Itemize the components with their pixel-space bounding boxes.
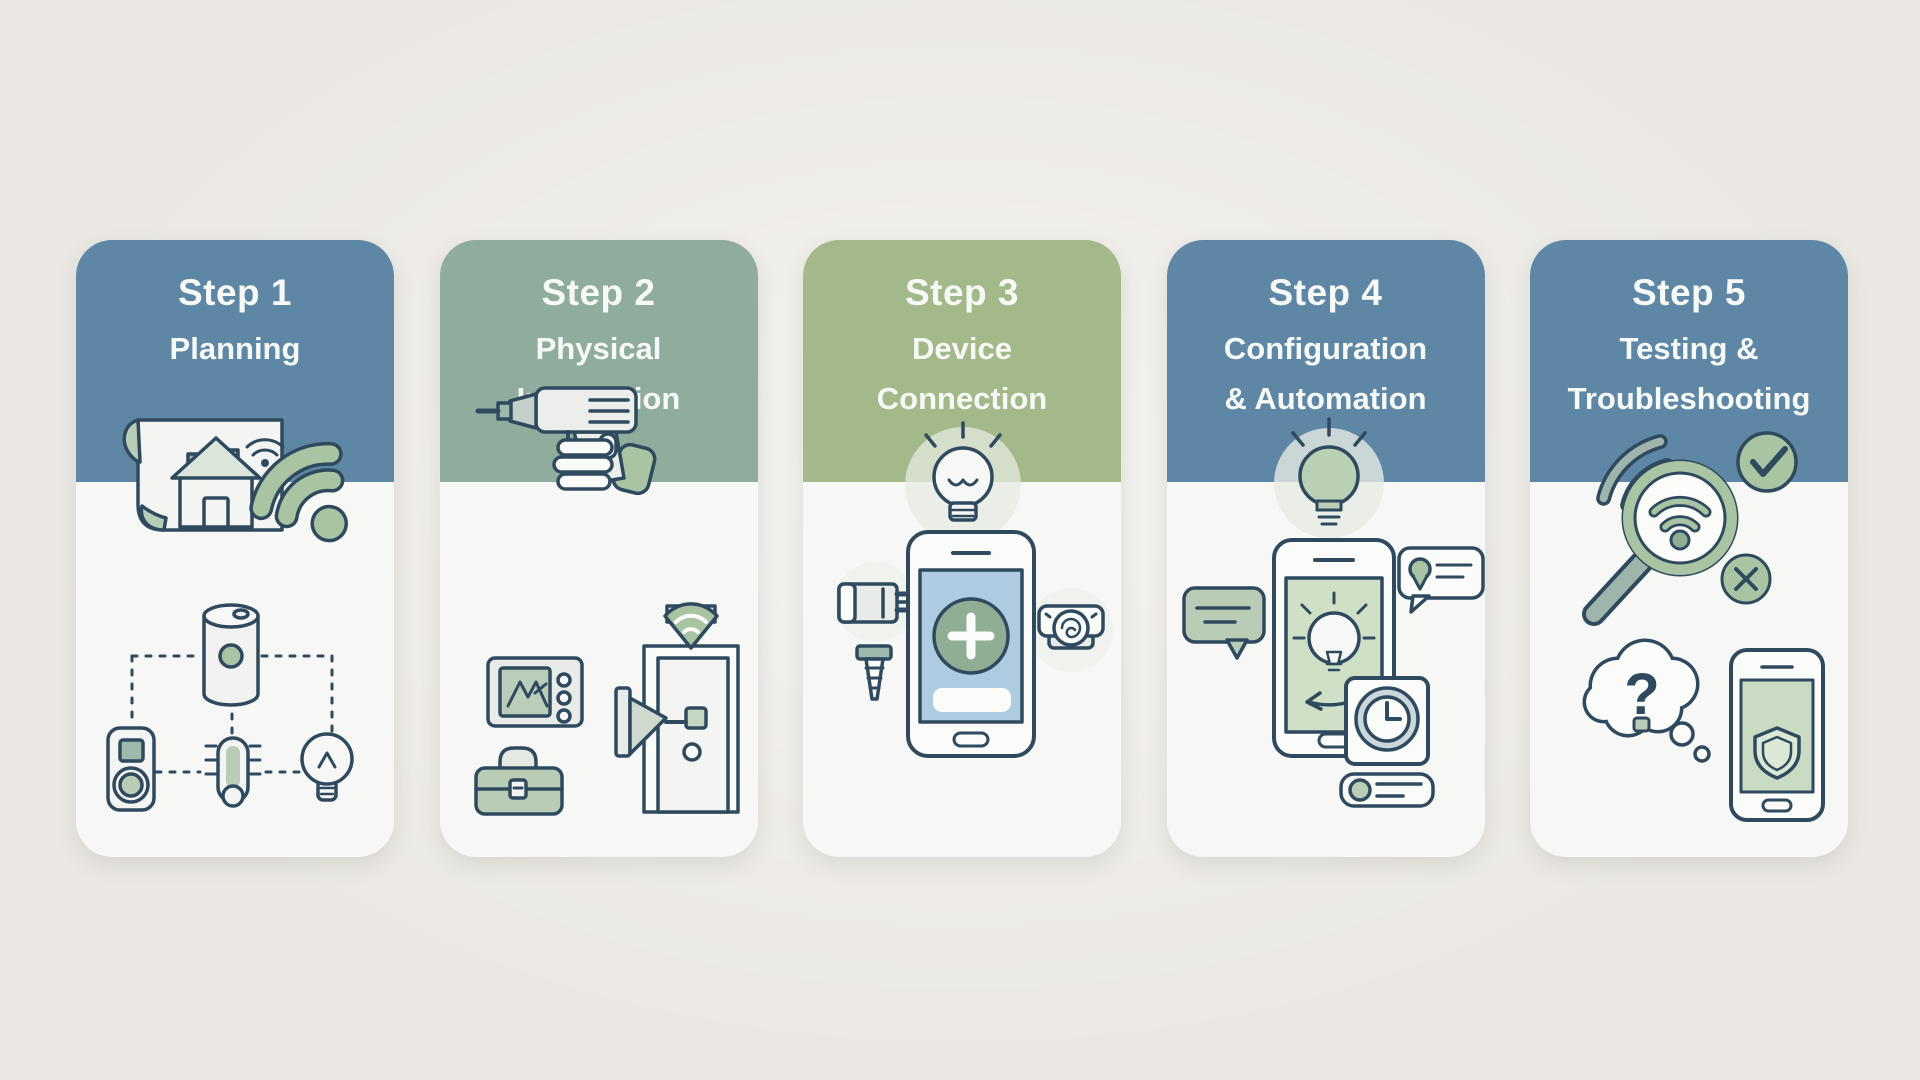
- smartphone-add-device-icon: [906, 530, 1036, 758]
- step-card-2: Step 2 Physical Installation: [439, 240, 758, 857]
- smart-hub-icon: [202, 603, 260, 707]
- step-number: Step 2: [541, 272, 656, 313]
- step-2-header: Step 2 Physical Installation: [439, 240, 758, 482]
- step-card-3: Step 3 Device Connection: [803, 240, 1121, 857]
- chat-bubble-icon: [1181, 586, 1266, 660]
- step-4-header: Step 4 Configuration & Automation: [1166, 240, 1485, 482]
- step-title: Device Connection: [876, 331, 1048, 416]
- svg-text:?: ?: [1624, 662, 1659, 727]
- smart-plug-icon: [837, 582, 925, 624]
- step-number: Step 1: [177, 272, 293, 313]
- camera-icon: [1037, 604, 1105, 650]
- step-card-1: Step 1 Planning: [76, 240, 394, 857]
- step-title: Configuration & Automation: [1223, 331, 1428, 416]
- step-number: Step 5: [1631, 272, 1747, 313]
- secure-phone-shield-icon: [1729, 648, 1825, 822]
- step-card-4: Step 4 Configuration & Automation: [1166, 240, 1485, 857]
- remote-control-icon: [106, 726, 156, 812]
- network-dashed-lines: [130, 654, 334, 774]
- error-x-circle-icon: [1720, 553, 1772, 605]
- step-title: Testing & Troubleshooting: [1567, 331, 1811, 416]
- smart-door-icon: [613, 644, 740, 814]
- screw-icon: [855, 644, 893, 701]
- camera-halo: [1029, 588, 1113, 672]
- step-title: Planning: [169, 331, 301, 366]
- question-thought-cloud-icon: ?: [1582, 638, 1711, 763]
- schedule-clock-icon: [1343, 676, 1430, 766]
- smart-sensor-icon: [1338, 772, 1435, 808]
- step-title: Physical Installation: [516, 331, 681, 416]
- smartphone-automation-icon: [1271, 538, 1396, 758]
- step-card-5: Step 5 Testing & Troubleshooting: [1530, 240, 1848, 857]
- thermometer-icon: [204, 736, 262, 808]
- toolbox-icon: [473, 746, 564, 816]
- step-number: Step 4: [1268, 272, 1383, 313]
- thermostat-panel-icon: [485, 656, 584, 728]
- light-bulb-icon: [300, 732, 354, 802]
- door-wifi-icon: [662, 602, 719, 650]
- step-number: Step 3: [904, 272, 1020, 313]
- step-5-header: Step 5 Testing & Troubleshooting: [1530, 240, 1848, 482]
- wifi-magnifier-icon: [1582, 459, 1739, 626]
- plug-halo: [835, 562, 915, 642]
- notification-bubble-icon: [1396, 546, 1485, 614]
- steps-row: Step 1 Planning: [76, 240, 1848, 857]
- step-3-header: Step 3 Device Connection: [803, 240, 1121, 482]
- step-1-header: Step 1 Planning: [76, 240, 394, 482]
